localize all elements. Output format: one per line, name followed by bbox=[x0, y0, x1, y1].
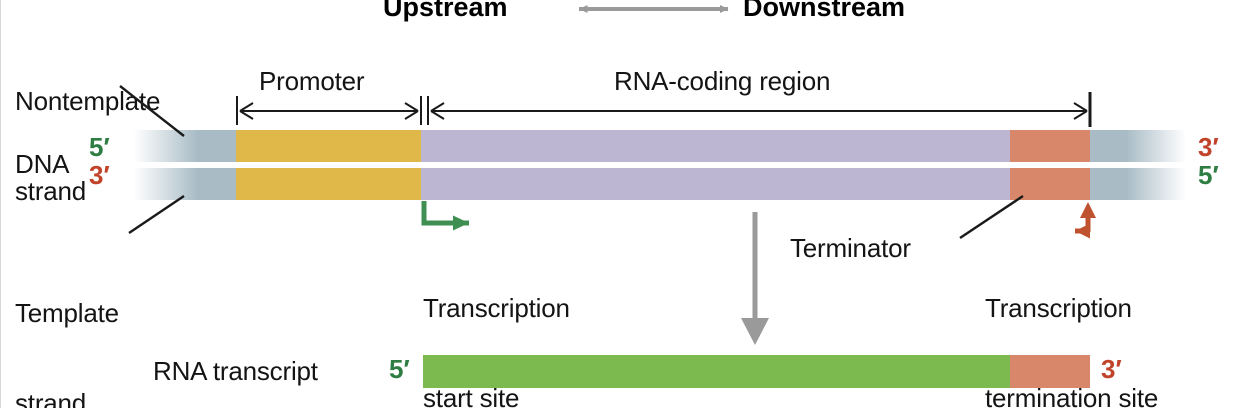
promoter-region-label: Promoter bbox=[259, 66, 365, 96]
terminator-label: Terminator bbox=[790, 233, 911, 263]
dna-bottom-right-prime: 5′ bbox=[1198, 160, 1219, 190]
template-strand-line2: strand bbox=[15, 388, 87, 408]
dna-top-left-prime: 5′ bbox=[89, 132, 110, 162]
dna-top-right-prime: 3′ bbox=[1198, 132, 1219, 162]
dna-top-coding-segment bbox=[421, 130, 1010, 162]
dna-bottom-left-prime: 3′ bbox=[89, 160, 110, 190]
rna-coding-measure-arrow bbox=[427, 92, 1092, 127]
start-site-line1: Transcription bbox=[423, 293, 570, 323]
rna-coding-segment bbox=[423, 355, 1010, 388]
transcription-termination-arrow bbox=[1075, 202, 1096, 239]
dna-nontemplate-strand bbox=[134, 130, 1186, 162]
nontemplate-strand-line2: strand bbox=[15, 176, 87, 206]
dna-bottom-promoter-segment bbox=[236, 168, 421, 200]
rna-left-prime: 5′ bbox=[389, 354, 410, 384]
rna-coding-region-label: RNA-coding region bbox=[614, 66, 831, 96]
rna-transcript-label: RNA transcript bbox=[153, 356, 318, 386]
transcription-start-arrow bbox=[421, 201, 469, 231]
terminator-leader bbox=[959, 195, 1024, 239]
dna-template-strand bbox=[134, 168, 1186, 200]
dna-bottom-terminator-segment bbox=[1010, 168, 1090, 200]
rna-terminator-segment bbox=[1010, 355, 1090, 388]
downstream-label: Downstream bbox=[743, 0, 906, 22]
rna-transcript-bar bbox=[423, 355, 1090, 388]
dna-bottom-coding-segment bbox=[421, 168, 1010, 200]
dna-bottom-flanking-right-segment bbox=[1090, 168, 1186, 200]
transcription-process-arrow bbox=[741, 212, 769, 345]
template-strand-label: Template strand bbox=[15, 238, 119, 408]
nontemplate-strand-line1: Nontemplate bbox=[15, 86, 161, 116]
dna-bottom-flanking-left-segment bbox=[134, 168, 236, 200]
dna-top-flanking-right-segment bbox=[1090, 130, 1186, 162]
dna-label: DNA bbox=[15, 149, 70, 179]
rna-right-prime: 3′ bbox=[1101, 354, 1122, 384]
promoter-measure-arrow bbox=[236, 96, 422, 125]
dna-top-promoter-segment bbox=[236, 130, 421, 162]
dna-top-terminator-segment bbox=[1010, 130, 1090, 162]
termination-site-line1: Transcription bbox=[985, 293, 1132, 323]
template-strand-line1: Template bbox=[15, 298, 119, 328]
dna-top-flanking-left-segment bbox=[134, 130, 236, 162]
upstream-label: Upstream bbox=[383, 0, 508, 22]
